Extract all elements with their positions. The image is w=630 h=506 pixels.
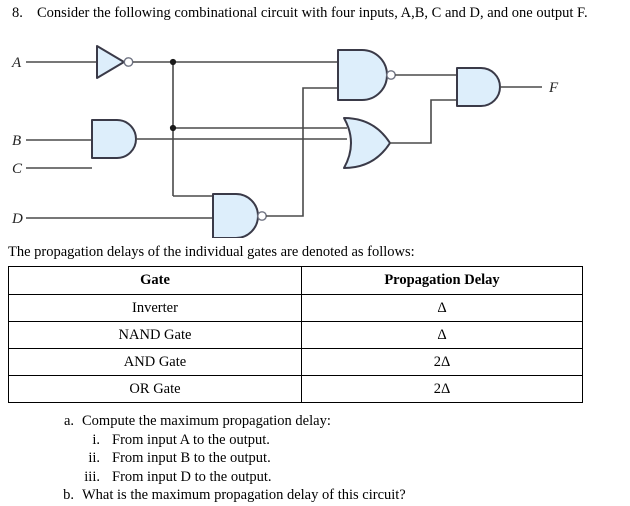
table-caption: The propagation delays of the individual…: [8, 244, 415, 260]
header-propagation-delay: Propagation Delay: [301, 266, 583, 295]
wire-or-to-and: [390, 99, 457, 144]
wire-nand1-to-nand2: [266, 87, 338, 217]
table-row: Inverter Δ: [8, 294, 583, 322]
cell-gate-delay: Δ: [301, 321, 583, 349]
cell-gate-name: OR Gate: [8, 375, 302, 403]
cell-gate-name: NAND Gate: [8, 321, 302, 349]
nand2-bubble: [386, 70, 396, 80]
sub-text: From input B to the output.: [112, 450, 271, 466]
propagation-delay-table: Gate Propagation Delay Inverter Δ NAND G…: [8, 266, 583, 403]
table-row: AND Gate 2Δ: [8, 348, 583, 376]
header-gate: Gate: [8, 266, 302, 295]
cell-gate-name: AND Gate: [8, 348, 302, 376]
sub-question-b: b. What is the maximum propagation delay…: [48, 486, 618, 505]
sub-question-a-ii: ii. From input B to the output.: [48, 449, 618, 468]
label-input-b: B: [12, 133, 21, 149]
cell-gate-delay: 2Δ: [301, 375, 583, 403]
gate-or: [343, 117, 391, 169]
gate-nand-ad: [212, 193, 259, 238]
gate-and-final: [456, 67, 501, 107]
circuit-diagram: .wire { stroke: #4a4a4a; stroke-width: 1…: [0, 38, 630, 238]
label-input-a: A: [11, 55, 22, 71]
sub-question-a: a. Compute the maximum propagation delay…: [48, 412, 618, 431]
sub-marker: b.: [63, 487, 74, 503]
junction-dot-a-mid: [169, 124, 177, 132]
table-row: NAND Gate Δ: [8, 321, 583, 349]
cell-gate-delay: 2Δ: [301, 348, 583, 376]
junction-dot-a-top: [169, 58, 177, 66]
sub-question-a-i: i. From input A to the output.: [48, 431, 618, 450]
label-output-f: F: [548, 80, 559, 96]
sub-marker: a.: [63, 413, 74, 429]
question-text: Consider the following combinational cir…: [37, 5, 588, 21]
sub-marker: ii.: [88, 450, 100, 466]
table-row: OR Gate 2Δ: [8, 375, 583, 403]
sub-question-list: a. Compute the maximum propagation delay…: [48, 412, 618, 505]
sub-text: From input D to the output.: [112, 468, 272, 485]
label-input-d: D: [11, 211, 23, 227]
inverter-bubble: [123, 57, 134, 67]
nand1-bubble: [257, 211, 267, 221]
sub-question-a-iii: iii. From input D to the output.: [48, 468, 618, 487]
sub-text: From input A to the output.: [112, 431, 270, 448]
question-number: 8.: [12, 5, 23, 21]
cell-gate-delay: Δ: [301, 294, 583, 322]
gate-inverter: [96, 45, 125, 79]
sub-text: What is the maximum propagation delay of…: [82, 487, 406, 503]
cell-gate-name: Inverter: [8, 294, 302, 322]
sub-marker: iii.: [84, 468, 100, 485]
sub-text: Compute the maximum propagation delay:: [82, 413, 331, 429]
question-stem: 8. Consider the following combinational …: [12, 4, 622, 23]
gate-nand-top: [337, 49, 388, 101]
label-input-c: C: [12, 161, 23, 177]
table-header-row: Gate Propagation Delay: [8, 266, 583, 295]
gate-and-bc: [91, 119, 137, 159]
sub-marker: i.: [92, 431, 100, 448]
